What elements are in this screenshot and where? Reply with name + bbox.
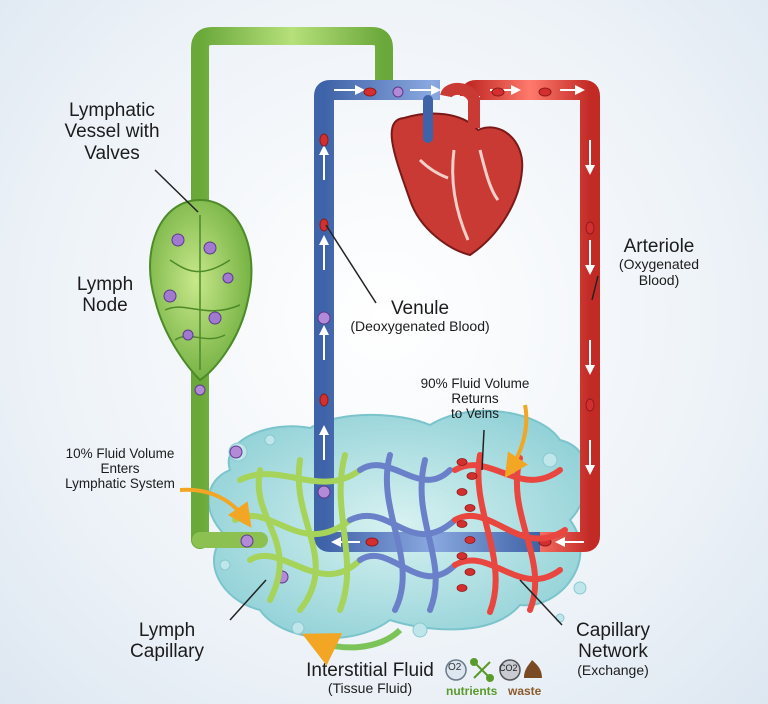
o2-icon	[445, 659, 467, 681]
o2-symbol: O2	[448, 662, 462, 673]
heart-icon	[390, 83, 524, 257]
interstitial-fluid-label: Interstitial Fluid (Tissue Fluid)	[306, 660, 434, 697]
arteriole-label: Arteriole (Oxygenated Blood)	[618, 236, 700, 288]
nutrients-icon	[470, 658, 494, 682]
waste-icon	[524, 660, 542, 678]
nutrients-key-label: nutrients	[446, 684, 498, 698]
pointer-lines	[154, 169, 599, 626]
enters-lymphatic-label: 10% Fluid Volume Enters Lymphatic System	[65, 446, 175, 492]
lymphatic-vessel	[191, 27, 393, 549]
capillary-network-label: Capillary Network (Exchange)	[576, 620, 650, 678]
lymph-node-label: Lymph Node	[76, 274, 134, 317]
venous-capillary-web	[347, 452, 458, 613]
lymph-capillary-label: Lymph Capillary	[130, 620, 204, 663]
co2-icon	[499, 659, 521, 681]
returns-to-veins-label: 90% Fluid Volume Returns to Veins	[420, 376, 530, 422]
venule-label: Venule (Deoxygenated Blood)	[350, 298, 490, 335]
lymph-capillary-web	[232, 452, 363, 613]
co2-symbol: CO2	[499, 663, 518, 673]
fluid-direction-arrows	[179, 404, 529, 528]
interstitial-flow-arrow	[302, 627, 403, 666]
waste-key-label: waste	[508, 684, 542, 698]
lymph-node	[149, 198, 253, 382]
capillary-blood-cells	[456, 458, 478, 592]
lymphatic-vessel-label: Lymphatic Vessel with Valves	[64, 100, 160, 164]
cell-in-fluid	[229, 445, 243, 459]
red-blood-cells	[319, 87, 595, 547]
